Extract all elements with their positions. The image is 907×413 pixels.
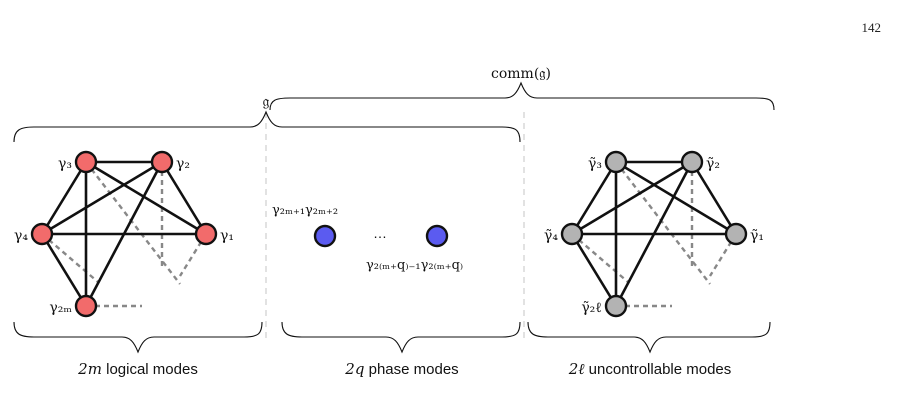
dashed-edge <box>615 161 711 285</box>
dashed-edge <box>85 161 181 285</box>
node-label: γ̃₃ <box>588 156 602 172</box>
node-label: γ̃₂ <box>706 156 720 172</box>
solid-edge <box>40 161 88 235</box>
solid-edge <box>160 161 208 235</box>
graph-node <box>74 150 98 174</box>
graph-node <box>560 222 584 246</box>
label-comm-g: comm(𝔤) <box>491 66 551 82</box>
graph-logical-modes: γ₃ γ₂ γ₄ γ₁ γ₂ₘ <box>14 150 234 318</box>
graph-node <box>30 222 54 246</box>
phase-node-first <box>313 224 337 248</box>
node-label: γ̃₄ <box>544 228 558 244</box>
graph-node <box>604 150 628 174</box>
node-label: γ₃ <box>58 156 72 172</box>
caption-phase: 2q phase modes <box>344 360 458 378</box>
dashed-edge <box>41 233 99 283</box>
brace-g <box>13 110 521 143</box>
brace-bottom-logical <box>13 321 263 354</box>
graph-node <box>724 222 748 246</box>
graph-node <box>74 294 98 318</box>
label-g: 𝔤 <box>263 92 270 110</box>
phase-label-bottom: γ₂₍ₘ₊q₎₋₁γ₂₍ₘ₊q₎ <box>366 258 463 273</box>
node-label: γ₄ <box>14 228 28 244</box>
node-label: γ₂ <box>176 156 190 172</box>
dashed-edge <box>571 233 629 283</box>
phase-label-top: γ₂ₘ₊₁γ₂ₘ₊₂ <box>272 203 338 218</box>
brace-bottom-uncontrollable <box>527 321 771 354</box>
solid-edge <box>41 160 163 236</box>
phase-modes: γ₂ₘ₊₁γ₂ₘ₊₂ … γ₂₍ₘ₊q₎₋₁γ₂₍ₘ₊q₎ <box>272 203 463 273</box>
solid-edge <box>40 233 88 307</box>
node-label: γ₂ₘ <box>49 300 72 316</box>
graph-node <box>194 222 218 246</box>
brace-comm-g <box>269 81 775 111</box>
page-number: 142 <box>861 20 882 35</box>
node-label: γ₁ <box>220 228 234 244</box>
brace-bottom-phase <box>281 321 521 354</box>
graph-node <box>604 294 628 318</box>
phase-node-last <box>425 224 449 248</box>
caption-logical: 2m logical modes <box>77 360 198 378</box>
solid-edge <box>85 160 207 236</box>
node-label: γ̃₁ <box>750 228 764 244</box>
solid-edge <box>570 161 618 235</box>
graph-uncontrollable-modes: γ̃₃ γ̃₂ γ̃₄ γ̃₁ γ̃₂ℓ <box>544 150 764 318</box>
caption-uncontrollable: 2ℓ uncontrollable modes <box>568 360 732 378</box>
phase-ellipsis: … <box>373 225 387 241</box>
solid-edge <box>571 160 693 236</box>
node-label: γ̃₂ℓ <box>581 300 602 316</box>
graph-node <box>680 150 704 174</box>
solid-edge <box>570 233 618 307</box>
graph-node <box>150 150 174 174</box>
solid-edge <box>615 160 737 236</box>
solid-edge <box>690 161 738 235</box>
